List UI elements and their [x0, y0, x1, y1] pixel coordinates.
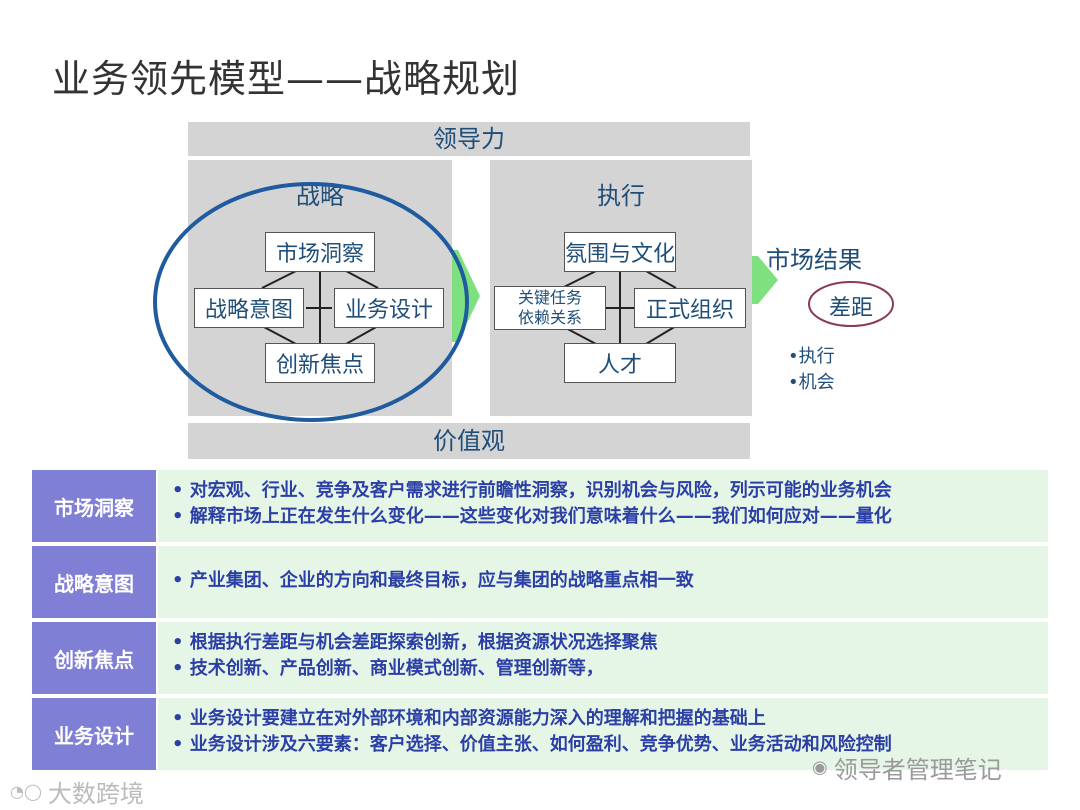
gap-label: 差距 — [828, 296, 873, 321]
bullet-opportunity: •机会 — [788, 372, 835, 393]
values-bar: 价值观 — [188, 423, 750, 459]
execution-title: 执行 — [597, 182, 645, 210]
box-market-insight: 市场洞察 — [265, 232, 375, 272]
row-label-strategic-intent: 战略意图 — [32, 546, 156, 618]
watermark-right-text: 领导者管理笔记 — [833, 756, 1002, 784]
row-body-business-design: • 业务设计要建立在对外部环境和内部资源能力深入的理解和把握的基础上 • 业务设… — [158, 698, 1048, 770]
box-formal-org: 正式组织 — [634, 288, 746, 328]
row-label-business-design: 业务设计 — [32, 698, 156, 770]
box-innovation-focus: 创新焦点 — [265, 343, 375, 383]
row-line: • 对宏观、行业、竞争及客户需求进行前瞻性洞察，识别机会与风险，列示可能的业务机… — [172, 480, 892, 501]
row-body-innovation-focus: • 根据执行差距与机会差距探索创新，根据资源状况选择聚焦 • 技术创新、产品创新… — [158, 622, 1048, 694]
row-body-strategic-intent: • 产业集团、企业的方向和最终目标，应与集团的战略重点相一致 — [158, 546, 1048, 618]
arrow-execution-to-market — [752, 256, 778, 304]
row-line: • 技术创新、产品创新、商业模式创新、管理创新等， — [172, 658, 604, 679]
watermark-left: ◔◯ 大数跨境 — [10, 774, 144, 809]
box-business-design: 业务设计 — [334, 288, 444, 328]
row-body-market-insight: • 对宏观、行业、竞争及客户需求进行前瞻性洞察，识别机会与风险，列示可能的业务机… — [158, 470, 1048, 542]
box-strategic-intent: 战略意图 — [194, 288, 304, 328]
market-results-title: 市场结果 — [766, 246, 862, 274]
row-line: • 业务设计涉及六要素：客户选择、价值主张、如何盈利、竞争优势、业务活动和风险控… — [172, 734, 892, 755]
watermark-right: ◉ 领导者管理笔记 — [812, 750, 1002, 785]
watermark-left-text: 大数跨境 — [47, 780, 144, 808]
row-line: • 业务设计要建立在对外部环境和内部资源能力深入的理解和把握的基础上 — [172, 708, 766, 729]
bullet-execution: •执行 — [788, 346, 835, 367]
key-tasks-line2: 依赖关系 — [517, 308, 582, 327]
gap-oval — [808, 281, 894, 327]
wechat-icon: ◉ — [812, 757, 828, 778]
box-talent: 人才 — [564, 343, 676, 383]
row-line: • 产业集团、企业的方向和最终目标，应与集团的战略重点相一致 — [172, 570, 694, 591]
row-label-market-insight: 市场洞察 — [32, 470, 156, 542]
box-culture: 氛围与文化 — [564, 232, 676, 272]
page-title: 业务领先模型——战略规划 — [52, 57, 521, 101]
box-key-tasks: 关键任务 依赖关系 — [494, 286, 606, 330]
leadership-bar: 领导力 — [188, 122, 750, 156]
weibo-logo-icon: ◔◯ — [10, 782, 42, 801]
market-bullets: •执行 •机会 — [788, 344, 835, 396]
row-label-innovation-focus: 创新焦点 — [32, 622, 156, 694]
strategy-circle — [153, 182, 469, 422]
key-tasks-line1: 关键任务 — [517, 288, 582, 307]
row-line: • 解释市场上正在发生什么变化——这些变化对我们意味着什么——我们如何应对——量… — [172, 506, 892, 527]
row-line: • 根据执行差距与机会差距探索创新，根据资源状况选择聚焦 — [172, 632, 658, 653]
